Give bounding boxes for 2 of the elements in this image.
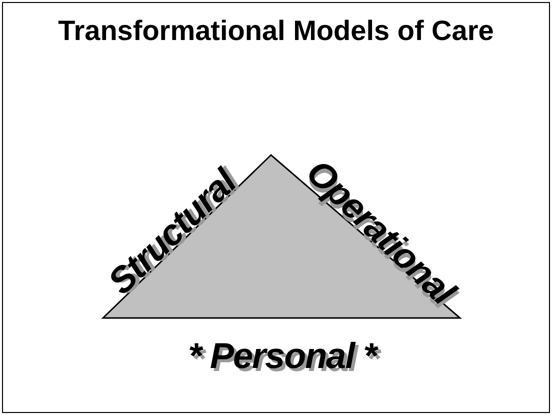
title: Transformational Models of Care	[57, 14, 495, 48]
base-label: * Personal *	[188, 335, 376, 377]
